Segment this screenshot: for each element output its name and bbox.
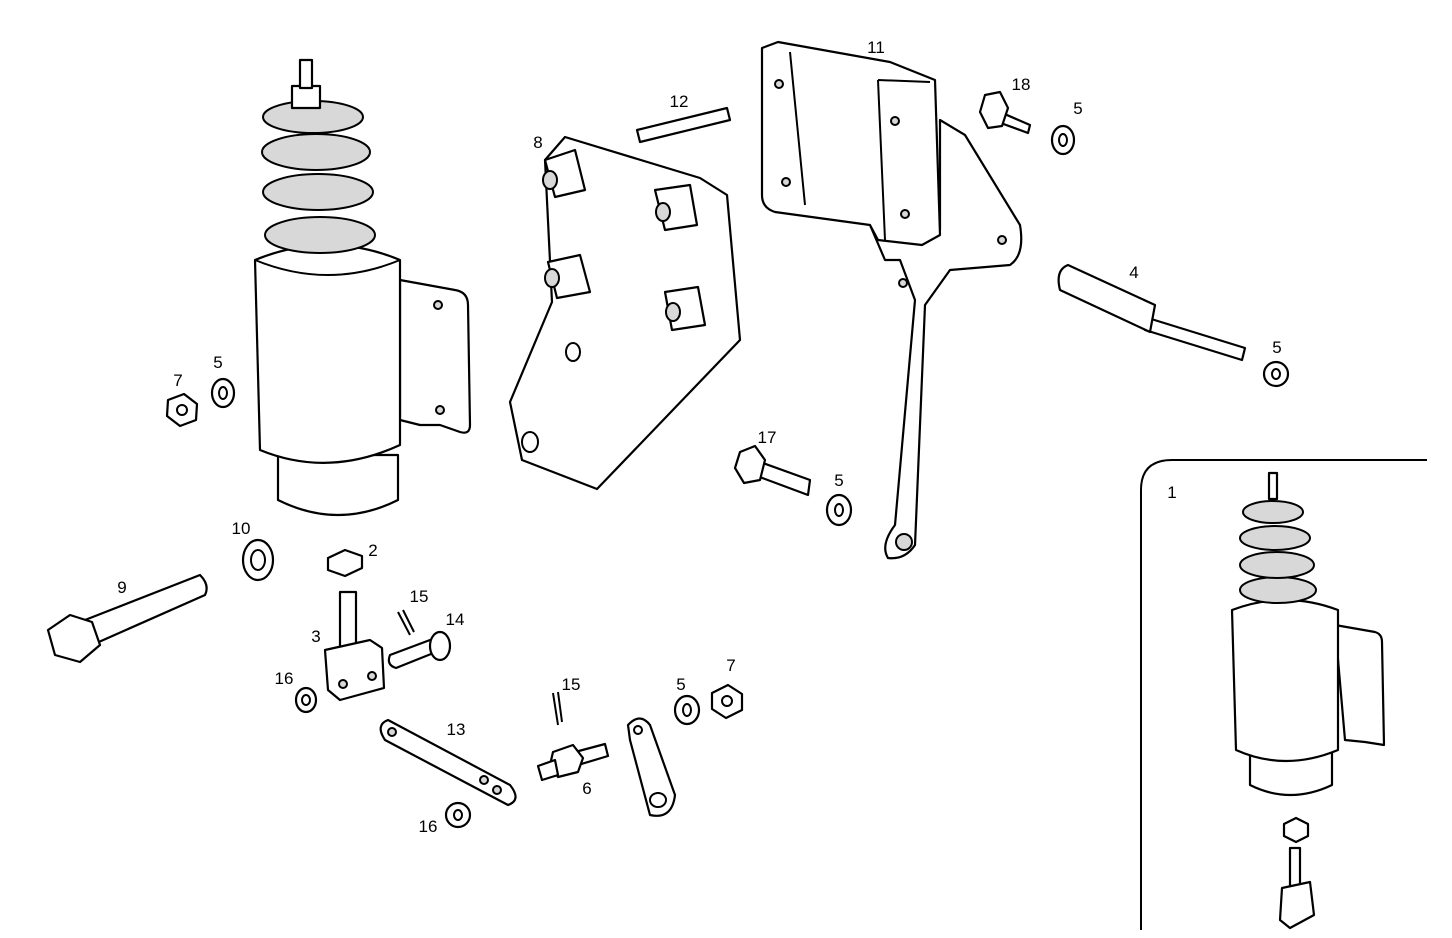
clevis-3: [323, 590, 386, 702]
label-6: 6: [582, 779, 591, 798]
washer-16-b: [444, 801, 472, 829]
stud-12: [635, 106, 732, 144]
label-5: 5: [1272, 338, 1281, 357]
nut-7-a: [165, 392, 199, 428]
label-9: 9: [117, 578, 126, 597]
part-number-labels: 11 12 8 18 5 4 5 7 5 17 5 1 10 2 9 15 14…: [117, 38, 1281, 836]
nut-7-b: [710, 683, 744, 720]
label-5: 5: [676, 675, 685, 694]
label-13: 13: [447, 720, 466, 739]
washer-5-a: [1050, 124, 1076, 156]
solenoid-top-nut: [290, 84, 322, 110]
label-7: 7: [726, 656, 735, 675]
solenoid-assembly: [253, 58, 472, 517]
solenoid-body: [253, 243, 402, 464]
label-16: 16: [419, 817, 438, 836]
solenoid-mount-bracket: [398, 278, 472, 434]
washer-5-e: [673, 694, 701, 726]
inset-solenoid-assembly: [1230, 471, 1386, 930]
label-3: 3: [311, 627, 320, 646]
washer-5-d: [210, 377, 236, 409]
label-16: 16: [275, 669, 294, 688]
threaded-spacer-4: [1057, 263, 1247, 362]
cotter-pin-15-b: [552, 691, 563, 726]
label-5: 5: [834, 471, 843, 490]
label-4: 4: [1129, 263, 1138, 282]
cotter-pin-15-a: [397, 609, 415, 636]
label-15: 15: [410, 587, 429, 606]
mounting-plate: [508, 135, 742, 491]
label-8: 8: [533, 133, 542, 152]
solenoid-stud: [298, 58, 314, 90]
pivot-pin-6: [536, 742, 610, 782]
washer-5-c: [825, 493, 853, 527]
washer-10: [241, 538, 275, 582]
label-1: 1: [1167, 483, 1176, 502]
washer-16-a: [294, 686, 318, 714]
bellows-fold-3: [262, 173, 374, 211]
label-12: 12: [670, 92, 689, 111]
label-17: 17: [758, 428, 777, 447]
bolt-9: [46, 573, 208, 664]
support-bracket: [760, 40, 1023, 560]
label-7: 7: [173, 371, 182, 390]
solenoid-plunger-sleeve: [276, 453, 400, 517]
label-10: 10: [232, 519, 251, 538]
label-2: 2: [368, 541, 377, 560]
label-14: 14: [446, 610, 465, 629]
label-15: 15: [562, 675, 581, 694]
nut-2: [326, 548, 364, 578]
bellows-fold-4: [264, 216, 376, 254]
label-5: 5: [1073, 99, 1082, 118]
bolt-17: [733, 444, 812, 497]
pin-14: [387, 630, 452, 670]
bolt-18: [978, 90, 1032, 135]
lever-plate: [626, 717, 677, 817]
label-11: 11: [867, 38, 885, 57]
label-18: 18: [1012, 75, 1031, 94]
washer-5-b: [1262, 360, 1290, 388]
bellows-fold-2: [261, 133, 371, 171]
label-5: 5: [213, 353, 222, 372]
inset-frame: [1140, 459, 1427, 930]
